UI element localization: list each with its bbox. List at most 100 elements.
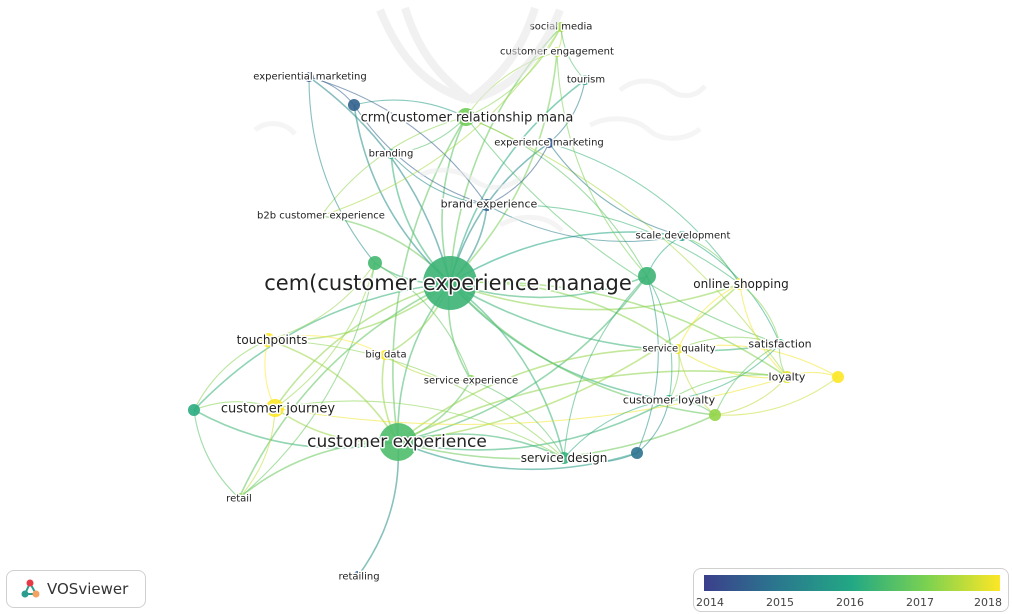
- node-label-b2b[interactable]: b2b customer experience: [256, 209, 387, 223]
- node-label-retail[interactable]: retail: [225, 492, 254, 506]
- edge-servicedesign-serviceexp: [470, 379, 565, 459]
- node-label-servicedesign[interactable]: service design: [519, 450, 609, 467]
- node-label-servicequality[interactable]: service quality: [641, 342, 717, 356]
- edge-brandexp-online: [486, 204, 741, 285]
- vosviewer-logo-icon: [21, 579, 40, 598]
- node-unl_b[interactable]: [368, 256, 382, 270]
- edge-crm-engagement: [465, 51, 558, 118]
- year-color-legend: 2014 2015 2016 2017 2018: [693, 568, 1009, 612]
- node-expmarketing[interactable]: [304, 72, 314, 82]
- edge-cx-crm: [392, 116, 467, 443]
- node-unl_g[interactable]: [188, 404, 200, 416]
- edge-touchpoints-bigdata: [267, 335, 386, 356]
- node-touchpoints[interactable]: [261, 333, 275, 347]
- edge-expmarketing-unl_b: [308, 76, 376, 264]
- node-cx[interactable]: [379, 423, 417, 461]
- node-tourism[interactable]: [580, 75, 590, 85]
- edge-servicequality-loyalty: [677, 348, 788, 379]
- node-label-satisfaction[interactable]: satisfaction: [747, 336, 813, 352]
- node-brandexp[interactable]: [481, 199, 493, 211]
- node-label-journey[interactable]: customer journey: [219, 400, 337, 418]
- edge-custloyalty-servicedesign: [563, 399, 670, 459]
- edge-cem-journey: [274, 282, 451, 409]
- node-expmkt[interactable]: [544, 138, 554, 148]
- node-online[interactable]: [734, 278, 746, 290]
- node-retail[interactable]: [234, 493, 244, 503]
- node-label-branding[interactable]: branding: [367, 147, 415, 161]
- node-label-engagement[interactable]: customer engagement: [499, 45, 616, 59]
- node-label-retailing[interactable]: retailing: [337, 570, 381, 584]
- labels-layer: cem(customer experience manage customer e…: [219, 20, 813, 584]
- node-label-custloyalty[interactable]: customer loyalty: [621, 392, 717, 408]
- node-label-touchpoints[interactable]: touchpoints: [235, 332, 309, 349]
- node-servicedesign[interactable]: [558, 452, 570, 464]
- node-label-cem[interactable]: cem(customer experience manage: [263, 270, 634, 297]
- edge-journey-unl_b: [274, 262, 376, 409]
- node-unl_e[interactable]: [709, 409, 721, 421]
- node-label-online[interactable]: online shopping: [692, 276, 790, 293]
- edge-cx-online: [397, 283, 741, 443]
- edge-serviceexp-bigdata: [384, 354, 472, 381]
- edge-satisfaction-unl_e: [714, 343, 781, 416]
- node-journey[interactable]: [266, 399, 284, 417]
- edge-scale-online: [681, 235, 741, 285]
- edge-journey-touchpoints: [264, 339, 276, 409]
- edge-custloyalty-unl_c: [646, 275, 673, 401]
- node-crm[interactable]: [457, 108, 475, 126]
- edge-brandexp-expmkt: [486, 142, 550, 206]
- edge-cx-unl_c: [397, 275, 648, 443]
- edge-cx-retailing: [357, 441, 400, 577]
- node-unl_f[interactable]: [832, 371, 844, 383]
- edge-loyalty-custloyalty: [668, 374, 788, 401]
- node-label-expmarketing[interactable]: experiential marketing: [252, 70, 369, 84]
- node-label-expmkt[interactable]: experience marketing: [493, 136, 606, 150]
- node-label-crm[interactable]: crm(customer relationship mana: [359, 109, 575, 127]
- legend-tick-2014: 2014: [696, 596, 724, 609]
- node-unl_d[interactable]: [631, 447, 643, 459]
- legend-gradient-bar: [704, 575, 1000, 591]
- edge-engagement-unl_c: [556, 51, 648, 277]
- node-scale[interactable]: [677, 231, 687, 241]
- node-label-loyalty[interactable]: loyalty: [767, 369, 807, 385]
- edge-cx-touchpoints: [267, 339, 399, 443]
- edge-cem-unl_g: [193, 282, 451, 411]
- edge-custloyalty-unl_d: [636, 399, 670, 454]
- node-bigdata[interactable]: [380, 350, 390, 360]
- vosviewer-logo[interactable]: VOSviewer: [6, 570, 146, 608]
- edge-cx-servicequality: [397, 348, 679, 443]
- legend-tick-2017: 2017: [906, 596, 934, 609]
- node-label-tourism[interactable]: tourism: [565, 73, 606, 87]
- edge-cem-online: [449, 282, 741, 311]
- node-servicequality[interactable]: [673, 344, 683, 354]
- edge-servicedesign-unl_c: [563, 275, 648, 459]
- edge-cx-loyalty: [397, 370, 788, 443]
- edge-cem-retail: [238, 282, 451, 499]
- edge-cx-retail: [238, 441, 399, 499]
- node-label-bigdata[interactable]: big data: [364, 348, 408, 362]
- node-cem[interactable]: [423, 256, 477, 310]
- node-label-scale[interactable]: scale development: [634, 229, 732, 243]
- node-retailing[interactable]: [353, 571, 363, 581]
- nodes-layer: [188, 22, 844, 581]
- node-b2b[interactable]: [317, 212, 325, 220]
- node-label-brandexp[interactable]: brand experience: [439, 196, 539, 212]
- node-label-cx[interactable]: customer experience: [306, 431, 489, 454]
- node-loyalty[interactable]: [781, 371, 793, 383]
- edge-unl_f-unl_e: [714, 376, 839, 416]
- edge-online-satisfaction: [739, 283, 781, 345]
- edge-crm-loyalty: [465, 116, 788, 378]
- edge-serviceexp-unl_b: [374, 262, 472, 381]
- edge-cem-satisfaction: [449, 282, 781, 352]
- node-label-serviceexp[interactable]: service experience: [422, 374, 519, 388]
- node-satisfaction[interactable]: [775, 339, 785, 349]
- node-unl_c[interactable]: [638, 267, 656, 285]
- node-serviceexp[interactable]: [466, 375, 476, 385]
- node-custloyalty[interactable]: [664, 395, 674, 405]
- node-unl_a[interactable]: [348, 99, 360, 111]
- edge-online-loyalty: [739, 283, 788, 378]
- edge-crm-social: [465, 26, 562, 118]
- node-branding[interactable]: [386, 149, 396, 159]
- node-label-social[interactable]: social media: [528, 20, 594, 34]
